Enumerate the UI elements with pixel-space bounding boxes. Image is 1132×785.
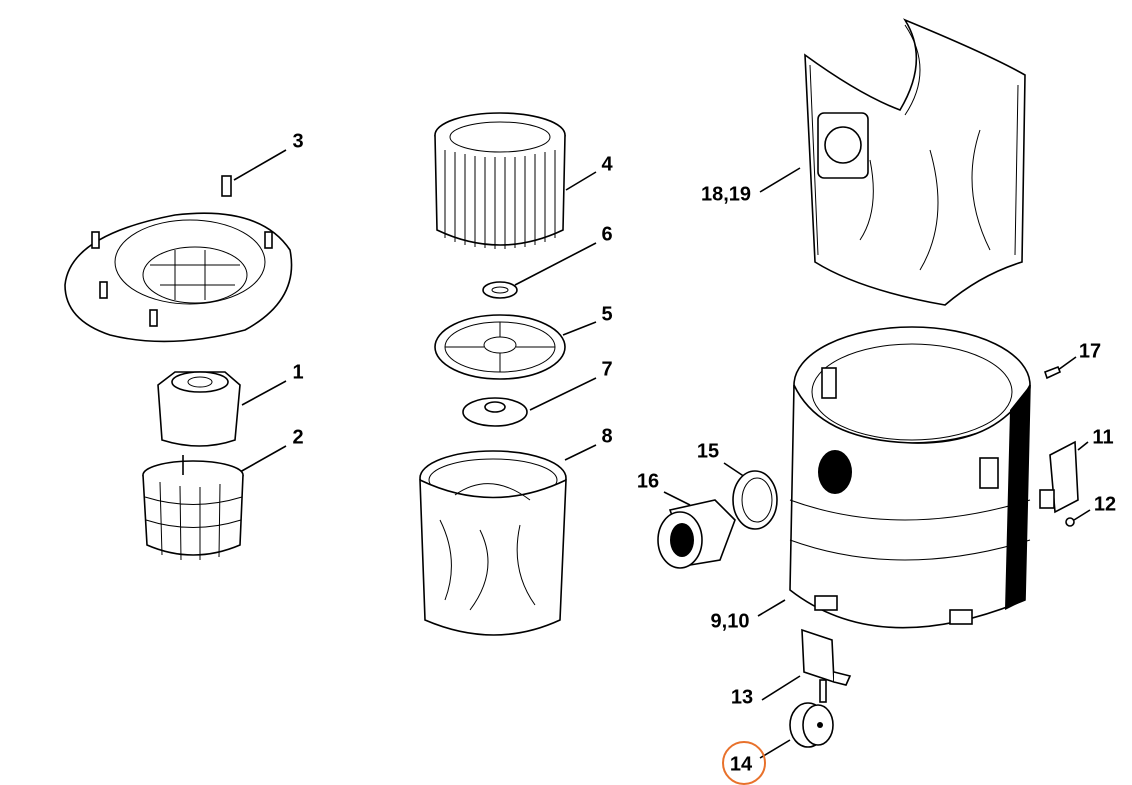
callout-label-p14[interactable]: 14 <box>729 753 753 776</box>
part-2-basket <box>142 455 244 561</box>
part-8-filter-bag <box>419 450 567 636</box>
callout-label-p16[interactable]: 16 <box>636 470 660 493</box>
part-7-holder <box>462 397 528 427</box>
part-4-cartridge-filter <box>434 112 566 249</box>
motor-head-lid <box>64 212 293 343</box>
part-11-latch <box>1039 440 1079 514</box>
callout-label-p18[interactable]: 18,19 <box>700 183 752 206</box>
part-9-10-container <box>789 326 1031 629</box>
leader-lines <box>233 149 1091 759</box>
part-1-float-cage <box>157 371 241 447</box>
callout-label-p3[interactable]: 3 <box>292 130 304 153</box>
highlight-ring-part-14 <box>722 741 766 785</box>
callout-label-p7[interactable]: 7 <box>601 358 613 381</box>
part-12-screw <box>1065 517 1075 527</box>
callout-label-p13[interactable]: 13 <box>730 686 754 709</box>
part-17-screw <box>1043 365 1062 380</box>
callout-label-p8[interactable]: 8 <box>601 425 613 448</box>
callout-label-p9[interactable]: 9,10 <box>710 610 750 633</box>
part-5-filter-disc <box>434 314 566 380</box>
callout-label-p11[interactable]: 11 <box>1092 426 1114 449</box>
callout-label-p4[interactable]: 4 <box>601 153 613 176</box>
part-16-inlet <box>657 499 736 569</box>
callout-label-p5[interactable]: 5 <box>601 303 613 326</box>
part-14-castor <box>789 679 834 748</box>
callout-label-p17[interactable]: 17 <box>1078 340 1102 363</box>
callout-label-p2[interactable]: 2 <box>292 426 304 449</box>
callout-label-p1[interactable]: 1 <box>292 361 304 384</box>
part-13-plate <box>801 628 852 686</box>
callout-label-p12[interactable]: 12 <box>1093 493 1117 516</box>
part-6-nut <box>482 281 518 299</box>
part-18-19-collection-bag <box>804 18 1026 306</box>
callout-label-p15[interactable]: 15 <box>696 440 720 463</box>
part-3-clip <box>221 175 232 197</box>
callout-label-p6[interactable]: 6 <box>601 223 613 246</box>
part-15-ring <box>732 470 778 530</box>
